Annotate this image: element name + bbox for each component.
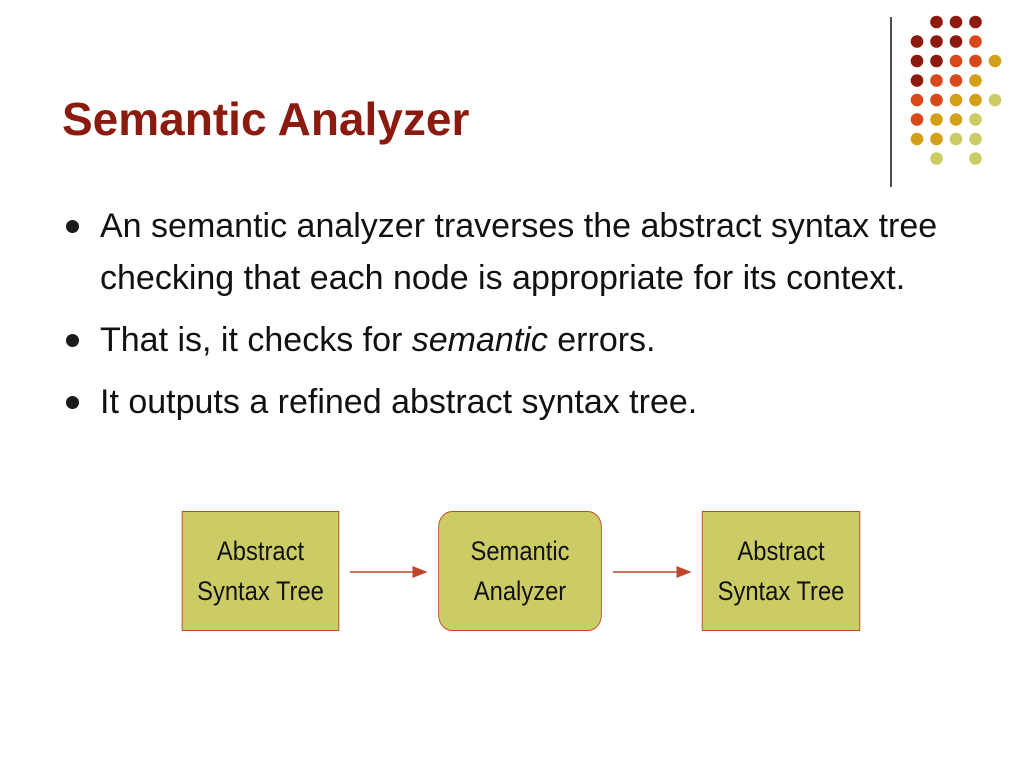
decorative-dot [910,132,924,146]
bullet-item: It outputs a refined abstract syntax tre… [62,376,942,428]
bullet-item: An semantic analyzer traverses the abstr… [62,200,942,304]
decorative-dot [988,54,1002,68]
bullet-text-before: That is, it checks for [100,321,412,359]
decorative-dot [930,152,943,165]
decorative-dot [969,132,982,146]
decorative-dot [910,35,924,48]
bullet-text: It outputs a refined abstract syntax tre… [100,383,698,421]
decorative-dot [930,93,943,107]
decorative-dot [949,35,963,48]
decorative-dot [969,15,982,29]
box-line-2: Syntax Tree [197,576,324,606]
decorative-dot [930,15,943,29]
decorative-dot [910,54,924,68]
decorative-dot [930,54,943,68]
decorative-divider-line [890,17,892,187]
diagram-box-output-ast: Abstract Syntax Tree [701,511,861,631]
bullet-text: An semantic analyzer traverses the abstr… [100,207,938,297]
decorative-dot [969,113,982,126]
bullet-list: An semantic analyzer traverses the abstr… [62,200,942,438]
decorative-dot [969,54,982,68]
decorative-dot [949,74,963,87]
decorative-dot [930,35,943,48]
diagram-box-semantic-analyzer: Semantic Analyzer [438,511,602,631]
decorative-dot [930,74,943,87]
bullet-item: That is, it checks for semantic errors. [62,314,942,366]
decorative-dot [930,113,943,126]
decorative-dot [949,113,963,126]
decorative-dot [949,132,963,146]
slide-title: Semantic Analyzer [62,93,470,145]
decorative-dot [949,15,963,29]
decorative-dot [949,54,963,68]
bullet-text-emphasis: semantic [411,321,548,359]
decorative-dot [930,132,943,146]
decorative-dot [969,35,982,48]
box-line-2: Syntax Tree [717,576,845,606]
decorative-dot [969,152,982,165]
box-line-1: Abstract [216,536,305,566]
decorative-dot [910,74,924,87]
decorative-dot [910,113,924,126]
box-line-1: Semantic [470,536,570,566]
decorative-dot [910,93,924,107]
box-line-1: Abstract [737,536,825,566]
bullet-text-after: errors. [547,321,656,359]
decorative-dot-pattern [910,15,1002,165]
box-line-2: Analyzer [473,576,567,606]
bullet-dot-icon [66,334,79,347]
decorative-dot [969,93,982,107]
bullet-dot-icon [66,396,79,409]
decorative-dot [969,74,982,87]
bullet-dot-icon [66,220,79,233]
decorative-dot [949,93,963,107]
decorative-dot [988,93,1002,107]
diagram-box-input-ast: Abstract Syntax Tree [181,511,340,631]
